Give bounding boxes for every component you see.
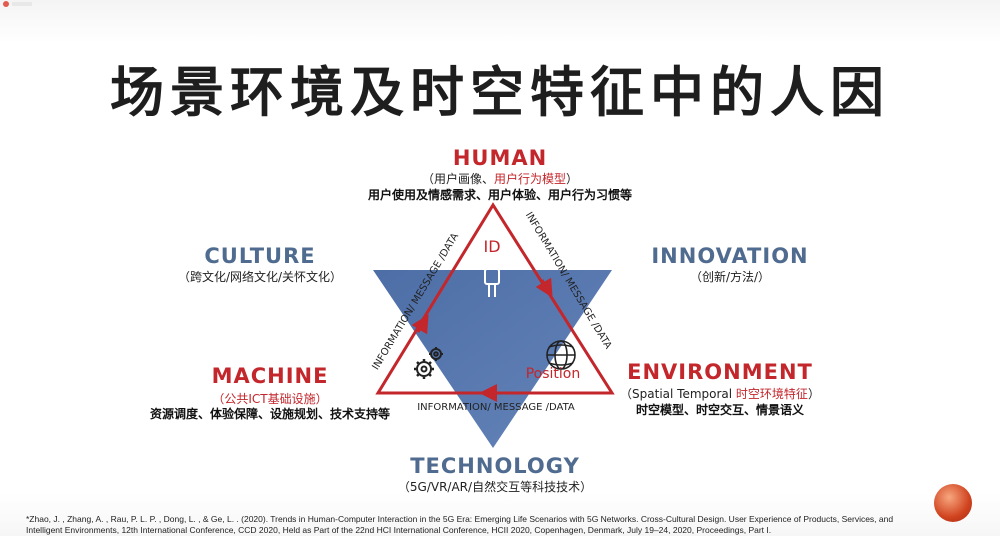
machine-sub: （公共ICT基础设施） xyxy=(212,392,328,406)
position-label: Position xyxy=(526,366,581,382)
environment-sub-highlight: 时空环境特征 xyxy=(735,387,808,401)
innovation-heading: INNOVATION xyxy=(651,244,809,268)
human-sub-suffix: ） xyxy=(566,172,579,186)
environment-sub: （Spatial Temporal 时空环境特征） xyxy=(600,385,840,402)
innovation-sub: （创新/方法/） xyxy=(689,270,771,284)
culture-sub: （跨文化/网络文化/关怀文化） xyxy=(177,270,343,284)
machine-detail: 资源调度、体验保障、设施规划、技术支持等 xyxy=(149,407,390,421)
slide-title: 场景环境及时空特征中的人因 xyxy=(110,61,890,124)
technology-sub: （5G/VR/AR/自然交互等科技技术） xyxy=(397,480,593,494)
left-edge-arrow xyxy=(411,314,429,335)
human-sub-prefix: （用户画像、 xyxy=(421,172,494,186)
environment-heading: ENVIRONMENT xyxy=(627,360,813,384)
human-sub-highlight: 用户行为模型 xyxy=(493,172,566,186)
decorative-orb xyxy=(934,484,972,522)
window-control-icon xyxy=(3,1,32,7)
human-heading: HUMAN xyxy=(452,146,548,170)
environment-detail: 时空模型、时空交互、情景语义 xyxy=(635,403,804,417)
environment-sub-prefix: （Spatial Temporal xyxy=(620,387,736,401)
human-detail: 用户使用及情感需求、用户体验、用户行为习惯等 xyxy=(367,188,632,202)
environment-sub-suffix: ） xyxy=(807,387,820,401)
culture-heading: CULTURE xyxy=(204,244,316,268)
machine-heading: MACHINE xyxy=(211,364,329,388)
human-sub: （用户画像、用户行为模型） xyxy=(380,170,620,187)
person-icon xyxy=(484,256,500,297)
id-label: ID xyxy=(483,237,500,256)
technology-heading: TECHNOLOGY xyxy=(410,454,580,478)
citation-text: *Zhao, J. , Zhang, A. , Rau, P. L. P. , … xyxy=(26,514,894,535)
right-edge-arrow xyxy=(535,277,553,298)
gears-icon xyxy=(414,347,443,379)
globe-icon xyxy=(546,340,576,370)
bottom-edge-label: INFORMATION/ MESSAGE /DATA xyxy=(417,402,575,413)
blue-inverted-triangle xyxy=(373,270,612,448)
